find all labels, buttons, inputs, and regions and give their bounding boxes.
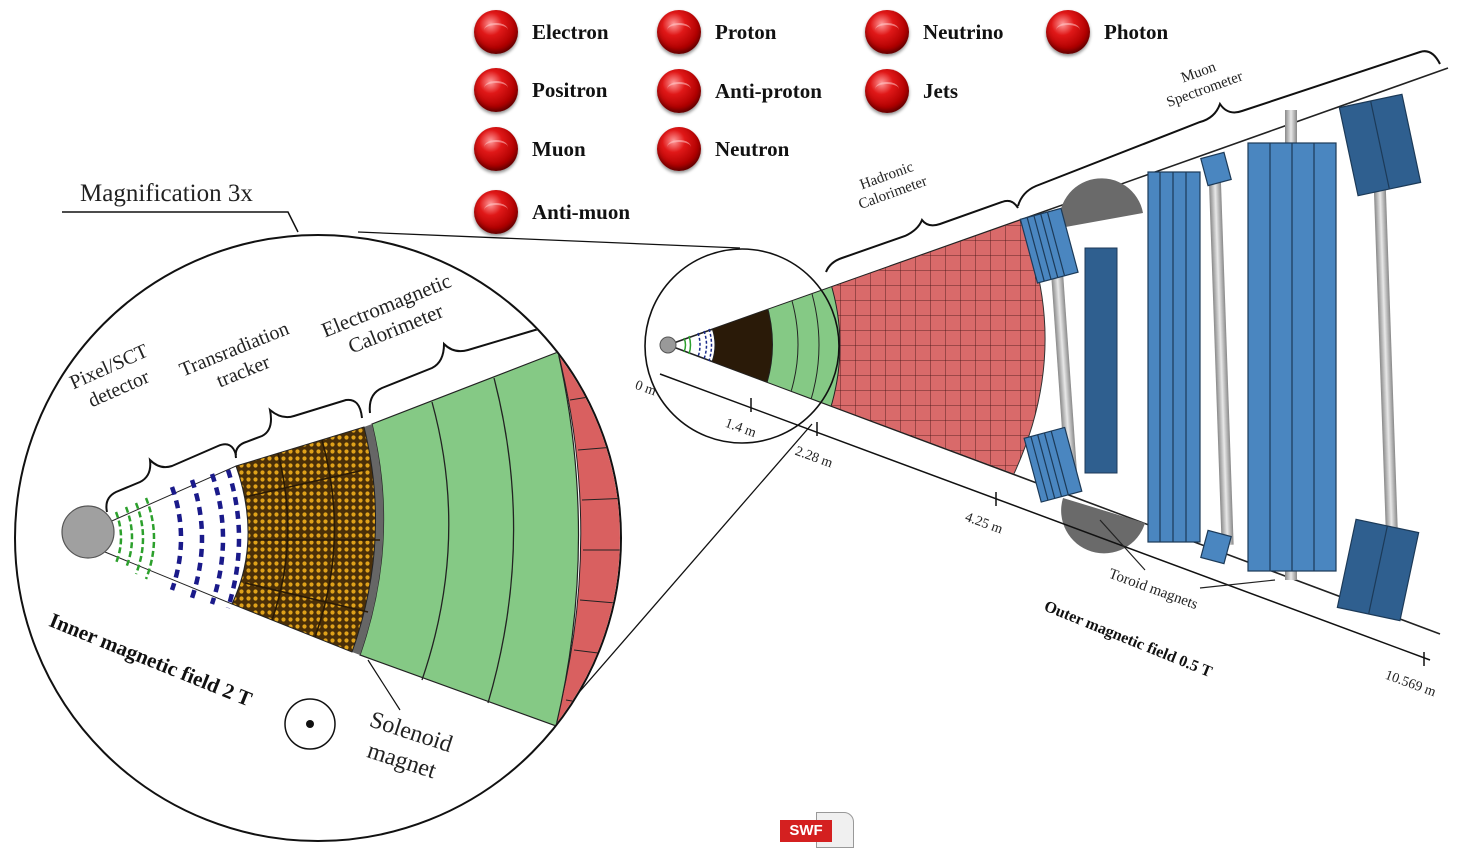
particle-label: Proton <box>715 19 777 44</box>
particle-ball-icon[interactable] <box>657 10 701 54</box>
particle-label: Jets <box>923 78 958 103</box>
particle-button-muon[interactable]: Muon <box>474 127 586 171</box>
particle-label: Positron <box>532 77 608 102</box>
particle-ball-icon[interactable] <box>474 68 518 112</box>
swf-file-icon[interactable]: SWF <box>776 812 858 848</box>
particle-label: Muon <box>532 136 586 161</box>
magnification-label: Magnification 3x <box>80 180 253 207</box>
particle-button-neutron[interactable]: Neutron <box>657 127 789 171</box>
particle-button-anti-proton[interactable]: Anti-proton <box>657 69 822 113</box>
particle-button-anti-muon[interactable]: Anti-muon <box>474 190 630 234</box>
particle-label: Anti-proton <box>715 78 822 103</box>
particle-button-neutrino[interactable]: Neutrino <box>865 10 1004 54</box>
magnified-view <box>14 234 622 842</box>
particle-ball-icon[interactable] <box>865 10 909 54</box>
swf-badge-label: SWF <box>780 820 832 842</box>
particle-button-photon[interactable]: Photon <box>1046 10 1168 54</box>
particle-label: Neutrino <box>923 19 1004 44</box>
particle-ball-icon[interactable] <box>474 190 518 234</box>
particle-ball-icon[interactable] <box>474 10 518 54</box>
particle-ball-icon[interactable] <box>657 69 701 113</box>
pixel-detector-outer <box>683 328 713 362</box>
magnifier-source-circle <box>644 248 840 444</box>
particle-button-electron[interactable]: Electron <box>474 10 609 54</box>
toroid-magnet-top <box>1059 178 1143 228</box>
particle-ball-icon[interactable] <box>1046 10 1090 54</box>
particle-ball-icon[interactable] <box>865 69 909 113</box>
particle-label: Electron <box>532 19 609 44</box>
hadronic-calorimeter-outer <box>825 213 1046 479</box>
particle-label: Photon <box>1104 19 1169 44</box>
outer-wedge <box>659 50 1449 666</box>
muon-chambers <box>1019 93 1422 622</box>
particle-label: Neutron <box>715 136 790 161</box>
toroid-magnet-bottom <box>1061 498 1145 554</box>
particle-label: Anti-muon <box>532 199 631 224</box>
particle-ball-icon[interactable] <box>657 127 701 171</box>
particle-button-jets[interactable]: Jets <box>865 69 958 113</box>
particle-button-proton[interactable]: Proton <box>657 10 776 54</box>
particle-button-positron[interactable]: Positron <box>474 68 607 112</box>
particle-ball-icon[interactable] <box>474 127 518 171</box>
